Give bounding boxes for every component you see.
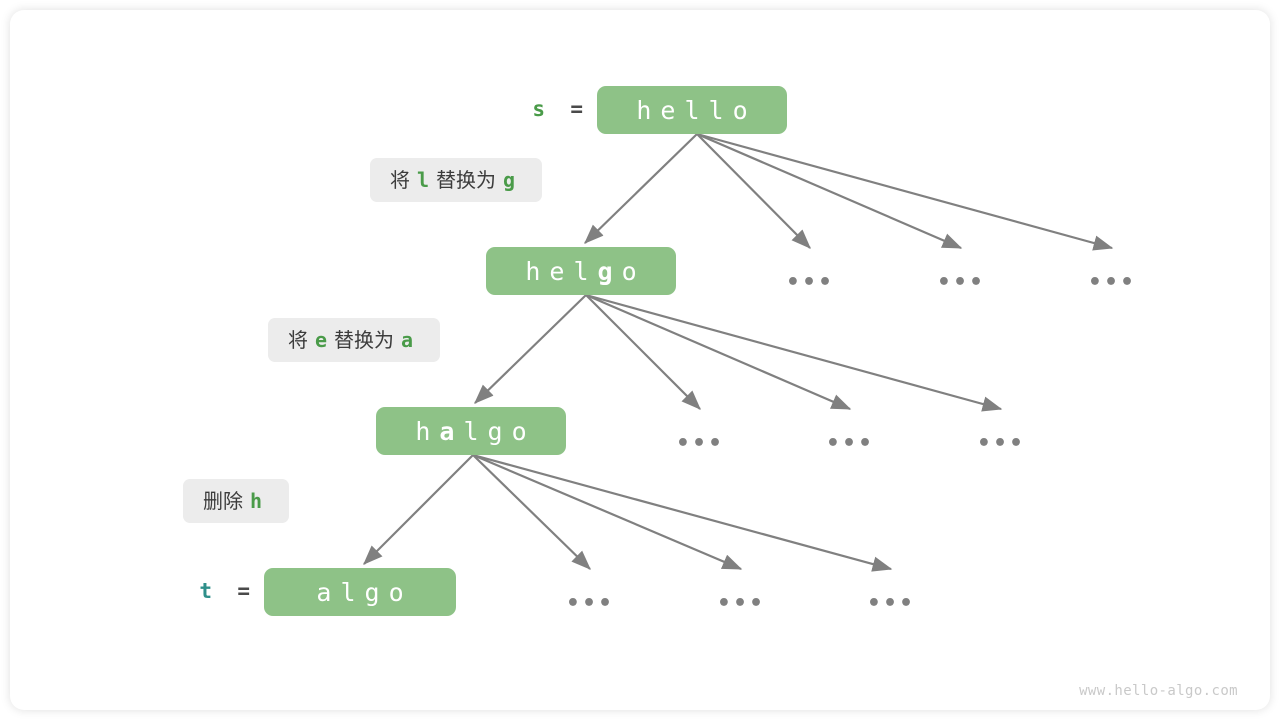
ellipsis-r3-3: •••: [976, 431, 1026, 456]
operation-source-char: l: [417, 168, 430, 192]
variable-name: s: [532, 97, 546, 121]
node-string-text: helgo: [525, 256, 646, 286]
ellipsis-r4-1: •••: [565, 591, 615, 616]
node-hello[interactable]: hello: [597, 86, 787, 134]
node-string-text: halgo: [415, 416, 536, 446]
ellipsis-r4-3: •••: [866, 591, 916, 616]
ellipsis-r4-2: •••: [716, 591, 766, 616]
variable-label-s: s =: [527, 99, 583, 120]
node-highlight-char: g: [597, 256, 622, 286]
watermark: www.hello-algo.com: [1079, 683, 1238, 699]
variable-label-t: t =: [194, 581, 250, 602]
ellipsis-r2-2: •••: [936, 270, 986, 295]
ellipsis-r2-1: •••: [785, 270, 835, 295]
operation-source-char: e: [315, 328, 328, 352]
operation-middle-text: 替换为: [436, 168, 497, 192]
node-string-text: algo: [316, 577, 413, 607]
variable-equals-sign: =: [212, 579, 250, 603]
op-delete-h: 删除 h: [183, 479, 290, 523]
node-halgo[interactable]: halgo: [376, 407, 566, 455]
operation-source-char: h: [250, 489, 263, 513]
node-algo[interactable]: algo: [264, 568, 456, 616]
operation-prefix-text: 将: [288, 328, 308, 352]
operation-prefix-text: 将: [390, 168, 410, 192]
operation-target-char: a: [401, 328, 414, 352]
node-helgo[interactable]: helgo: [486, 247, 676, 295]
ellipsis-r3-1: •••: [675, 431, 725, 456]
operation-middle-text: 替换为: [334, 328, 395, 352]
node-string-text: hello: [636, 95, 757, 125]
variable-name: t: [199, 579, 213, 603]
operation-target-char: g: [503, 168, 516, 192]
node-highlight-char: a: [439, 416, 464, 446]
operation-prefix-text: 删除: [203, 489, 243, 513]
ellipsis-r3-2: •••: [825, 431, 875, 456]
ellipsis-r2-3: •••: [1087, 270, 1137, 295]
variable-equals-sign: =: [545, 97, 583, 121]
